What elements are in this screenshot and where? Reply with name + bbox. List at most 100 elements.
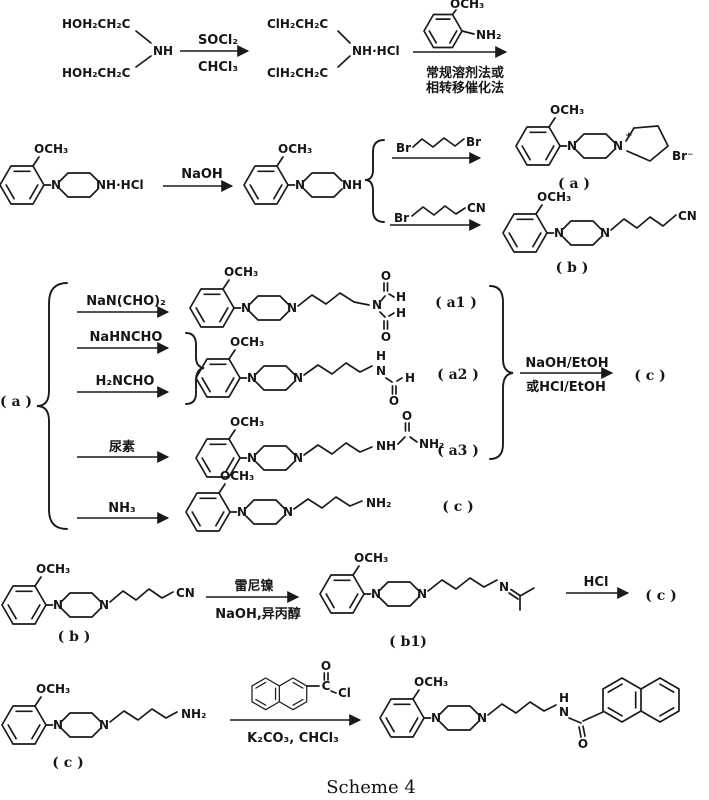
arylpiperazine	[503, 190, 610, 252]
o-label: O	[381, 330, 391, 344]
n-c-bond	[385, 377, 393, 383]
cn-label: CN	[678, 209, 697, 223]
source-label-a: ( a )	[0, 394, 32, 410]
isopropylidene-methyls	[519, 587, 535, 611]
condition-naoh-etoh: NaOH/EtOH	[525, 356, 608, 371]
cl-label: Cl	[338, 686, 351, 700]
imide-n-label: N	[372, 298, 382, 312]
br-label: Br	[396, 141, 411, 155]
product-label-c: ( c )	[634, 368, 666, 384]
arrow-anisidine: OCH₃ NH₂ 常规溶剂法或 相转移催化法	[413, 0, 508, 96]
arrow-acylation: C O Cl K₂CO₃, CHCl₃	[230, 659, 362, 746]
structure-b1-imine: N	[320, 551, 535, 613]
h-label: H	[396, 290, 406, 304]
butyl-chain	[303, 442, 373, 456]
amide-n-label: N	[559, 705, 569, 719]
methoxy-label: OCH₃	[450, 0, 484, 11]
butane-chain	[411, 205, 466, 217]
nh-label: NH	[153, 44, 173, 58]
nh2-label: NH₂	[366, 496, 391, 510]
arrow-socl2: SOCl₂ CHCl₃	[180, 33, 250, 75]
reagent-nahncho: NaHNCHO	[90, 330, 163, 345]
structure-arylpiperazine-hcl: NH·HCl	[0, 141, 144, 205]
structure-a3-urea: NH O NH₂	[196, 409, 444, 477]
imide-bond-down	[379, 311, 386, 318]
br-label: Br	[394, 211, 409, 225]
butane-chain	[412, 137, 465, 148]
branch-b-bromovaleronitrile: Br CN CN ( b )	[390, 190, 697, 276]
nh2-label: NH₂	[419, 437, 444, 451]
arylpiperazine	[186, 469, 293, 531]
arrow-hcl: HCl	[566, 575, 630, 599]
reagent-h2ncho: H₂NCHO	[96, 374, 155, 389]
butyl-chain	[109, 708, 178, 723]
compound-label-c: ( c )	[442, 499, 474, 515]
arrow-nh3: NH₃	[77, 501, 170, 524]
arrow-hydrolysis: NaOH/EtOH 或HCl/EtOH	[520, 356, 614, 395]
naphthalene	[251, 677, 308, 711]
nh-label: NH	[376, 439, 396, 453]
c-o-double	[391, 385, 397, 395]
c-o-double-down	[383, 320, 389, 330]
h-label: H	[396, 306, 406, 320]
bond	[135, 30, 152, 68]
arrow-naoh: NaOH	[163, 167, 234, 192]
condition-naoh-ipa: NaOH,异丙醇	[215, 606, 301, 622]
reagent-urea: 尿素	[109, 439, 135, 455]
brace-branch	[364, 139, 385, 223]
structure-diethanolamine: HOH₂CH₂C HOH₂CH₂C NH	[62, 17, 173, 80]
condition-k2co3-chcl3: K₂CO₃, CHCl₃	[247, 731, 339, 746]
structure-bis-chloroethylamine-hcl: ClH₂CH₂C ClH₂CH₂C NH·HCl	[267, 17, 400, 80]
c-label: C	[322, 679, 331, 693]
structure-naphthoyl-chloride: C O Cl	[251, 659, 351, 711]
o-label: O	[321, 659, 331, 673]
nh2-label: NH₂	[476, 28, 501, 42]
h-label: H	[559, 691, 569, 705]
reagent-hcl: HCl	[584, 575, 609, 590]
n-c-bond	[397, 436, 406, 445]
o-label: O	[402, 409, 412, 423]
butyl-chain	[109, 588, 174, 603]
imine-n-label: N	[499, 580, 509, 594]
naphthalene	[602, 677, 680, 723]
nh2-label: NH₂	[181, 707, 206, 721]
branch-a-dibromobutane: Br Br + Br⁻ ( a )	[392, 103, 693, 192]
reagent-naoh: NaOH	[181, 167, 223, 182]
c-o-double	[404, 422, 410, 432]
compound-label-b1: ( b1)	[389, 634, 427, 650]
c-o-double	[323, 672, 329, 681]
c-h-bond-down	[388, 312, 395, 317]
compound-label-a2: ( a2 )	[437, 367, 479, 383]
compound-label-a3: ( a3 )	[437, 443, 479, 459]
reaction-row-2: NH·HCl NaOH NH Br Br + Br⁻ ( a ) Br	[0, 103, 697, 276]
hoch2ch2-top: HOH₂CH₂C	[62, 17, 131, 31]
structure-arylpiperazine-freebase: NH	[243, 141, 362, 205]
arrow-nahncho: NaHNCHO	[77, 330, 170, 354]
hoch2ch2-bottom: HOH₂CH₂C	[62, 66, 131, 80]
compound-label-b: ( b )	[58, 629, 91, 645]
o-label: O	[389, 394, 399, 408]
arylpiperazine	[2, 682, 109, 744]
amide-n-label: N	[376, 364, 386, 378]
c-ring-bond	[582, 711, 604, 722]
structure-a1-diformamide: N O H O H	[190, 265, 406, 344]
c-n-bond	[409, 436, 418, 443]
nh-label: NH	[342, 178, 362, 192]
n-c-bond	[568, 717, 582, 724]
reaction-row-5: NH₂ ( c ) C O Cl K₂CO₃, CHCl₃ H N	[2, 659, 680, 771]
clch2ch2-top: ClH₂CH₂C	[267, 17, 328, 31]
condition-cjk-line1: 常规溶剂法或	[426, 65, 504, 81]
butyl-chain	[297, 292, 370, 307]
benzene-double-bonds	[428, 18, 458, 44]
scheme-caption: Scheme 4	[326, 777, 416, 798]
arylpiperazine	[380, 675, 487, 737]
c-cl-bond	[330, 690, 337, 694]
n-c-double-bond	[508, 588, 521, 600]
structure-c-amine: NH₂	[186, 469, 391, 531]
compound-label-c: ( c )	[52, 755, 84, 771]
condition-hcl-etoh: 或HCl/EtOH	[526, 379, 606, 395]
arrow-raney-nickel: 雷尼镍 NaOH,异丙醇	[206, 578, 301, 622]
butyl-chain	[303, 362, 373, 376]
arylpiperazine	[190, 265, 297, 327]
cn-label: CN	[467, 201, 486, 215]
